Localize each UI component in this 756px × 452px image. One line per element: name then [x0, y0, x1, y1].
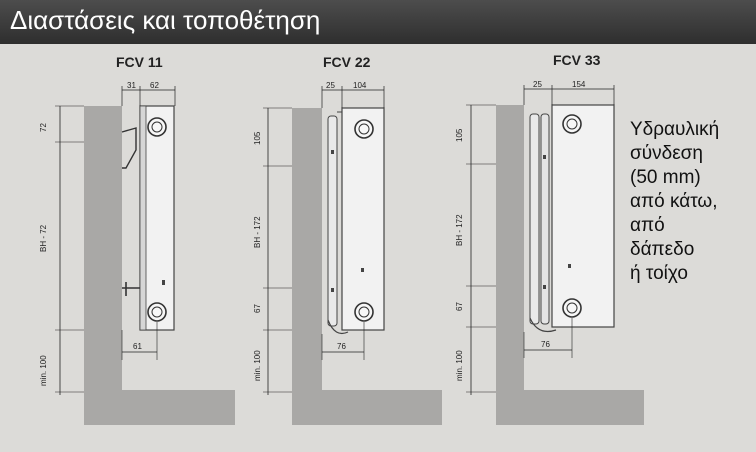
note-line: δάπεδο: [630, 239, 695, 260]
panel-curve: [529, 317, 557, 333]
fcv22-drawing: FCV 22 25 104 105 BH -: [253, 54, 442, 425]
note-line: ή τοίχο: [630, 263, 688, 284]
low-dim: 67: [455, 302, 464, 311]
bottom-connection: [354, 302, 374, 322]
mid-dim: BH - 172: [253, 216, 262, 248]
model-label: FCV 33: [553, 52, 601, 68]
bottom-dim: min. 100: [39, 355, 48, 386]
bottom-connection-inner: [151, 306, 163, 318]
panel-curve: [327, 319, 349, 335]
depth-a: 31: [127, 81, 136, 90]
bottom-connection-inner: [566, 302, 578, 314]
depth-b: 62: [150, 81, 159, 90]
top-connection: [354, 119, 374, 139]
fcv11-drawing: FCV 11 31 62 7: [39, 54, 235, 425]
top-connection: [147, 117, 167, 137]
bottom-dim: min. 100: [253, 350, 262, 381]
valve: [568, 264, 571, 268]
note-line: (50 mm): [630, 167, 701, 188]
top-connection-inner: [151, 121, 163, 133]
top-connection-inner: [566, 118, 578, 130]
mid-dim: BH - 172: [455, 214, 464, 246]
top-connection: [562, 114, 582, 134]
clip-1: [331, 150, 334, 154]
note-line: από κάτω,: [630, 191, 718, 212]
connection-note: Υδραυλική σύνδεση (50 mm) από κάτω, από …: [630, 118, 719, 286]
model-label: FCV 11: [116, 54, 163, 70]
top-dim: 72: [39, 123, 48, 132]
depth-b: 104: [353, 81, 367, 90]
clip-1: [543, 155, 546, 159]
base-dim: 76: [541, 340, 550, 349]
fcv33-drawing: FCV 33 25 154 105 BH -: [455, 52, 644, 425]
valve: [361, 268, 364, 272]
top-dim: 105: [455, 128, 464, 142]
bottom-connection: [562, 298, 582, 318]
top-connection-inner: [358, 123, 370, 135]
radiator-convector: [139, 105, 147, 331]
low-dim: 67: [253, 304, 262, 313]
radiator-front-panel: [327, 115, 338, 327]
bottom-connection: [147, 302, 167, 322]
wall-floor-section: [496, 105, 644, 425]
note-line: Υδραυλική: [630, 119, 720, 140]
clip-2: [331, 288, 334, 292]
bottom-bracket: [122, 282, 140, 296]
note-line: σύνδεση: [630, 143, 703, 164]
title-bar: Διαστάσεις και τοποθέτηση: [0, 0, 756, 44]
top-dim: 105: [253, 131, 262, 145]
clip-2: [543, 285, 546, 289]
radiator-front-panel: [529, 113, 540, 325]
depth-a: 25: [326, 81, 335, 90]
note-line: από: [630, 215, 665, 236]
valve: [162, 280, 165, 285]
page-title: Διαστάσεις και τοποθέτηση: [10, 5, 321, 35]
depth-a: 25: [533, 80, 542, 89]
wall-bracket: [121, 127, 137, 169]
radiator-panel: [551, 104, 615, 328]
radiator-panel: [341, 107, 385, 331]
bottom-dim: min. 100: [455, 350, 464, 381]
radiator-middle-panel: [540, 113, 550, 325]
depth-b: 154: [572, 80, 586, 89]
wall-floor-section: [292, 108, 442, 425]
bottom-connection-inner: [358, 306, 370, 318]
base-dim: 76: [337, 342, 346, 351]
mid-dim: BH - 72: [39, 224, 48, 252]
model-label: FCV 22: [323, 54, 371, 70]
base-dim: 61: [133, 342, 142, 351]
